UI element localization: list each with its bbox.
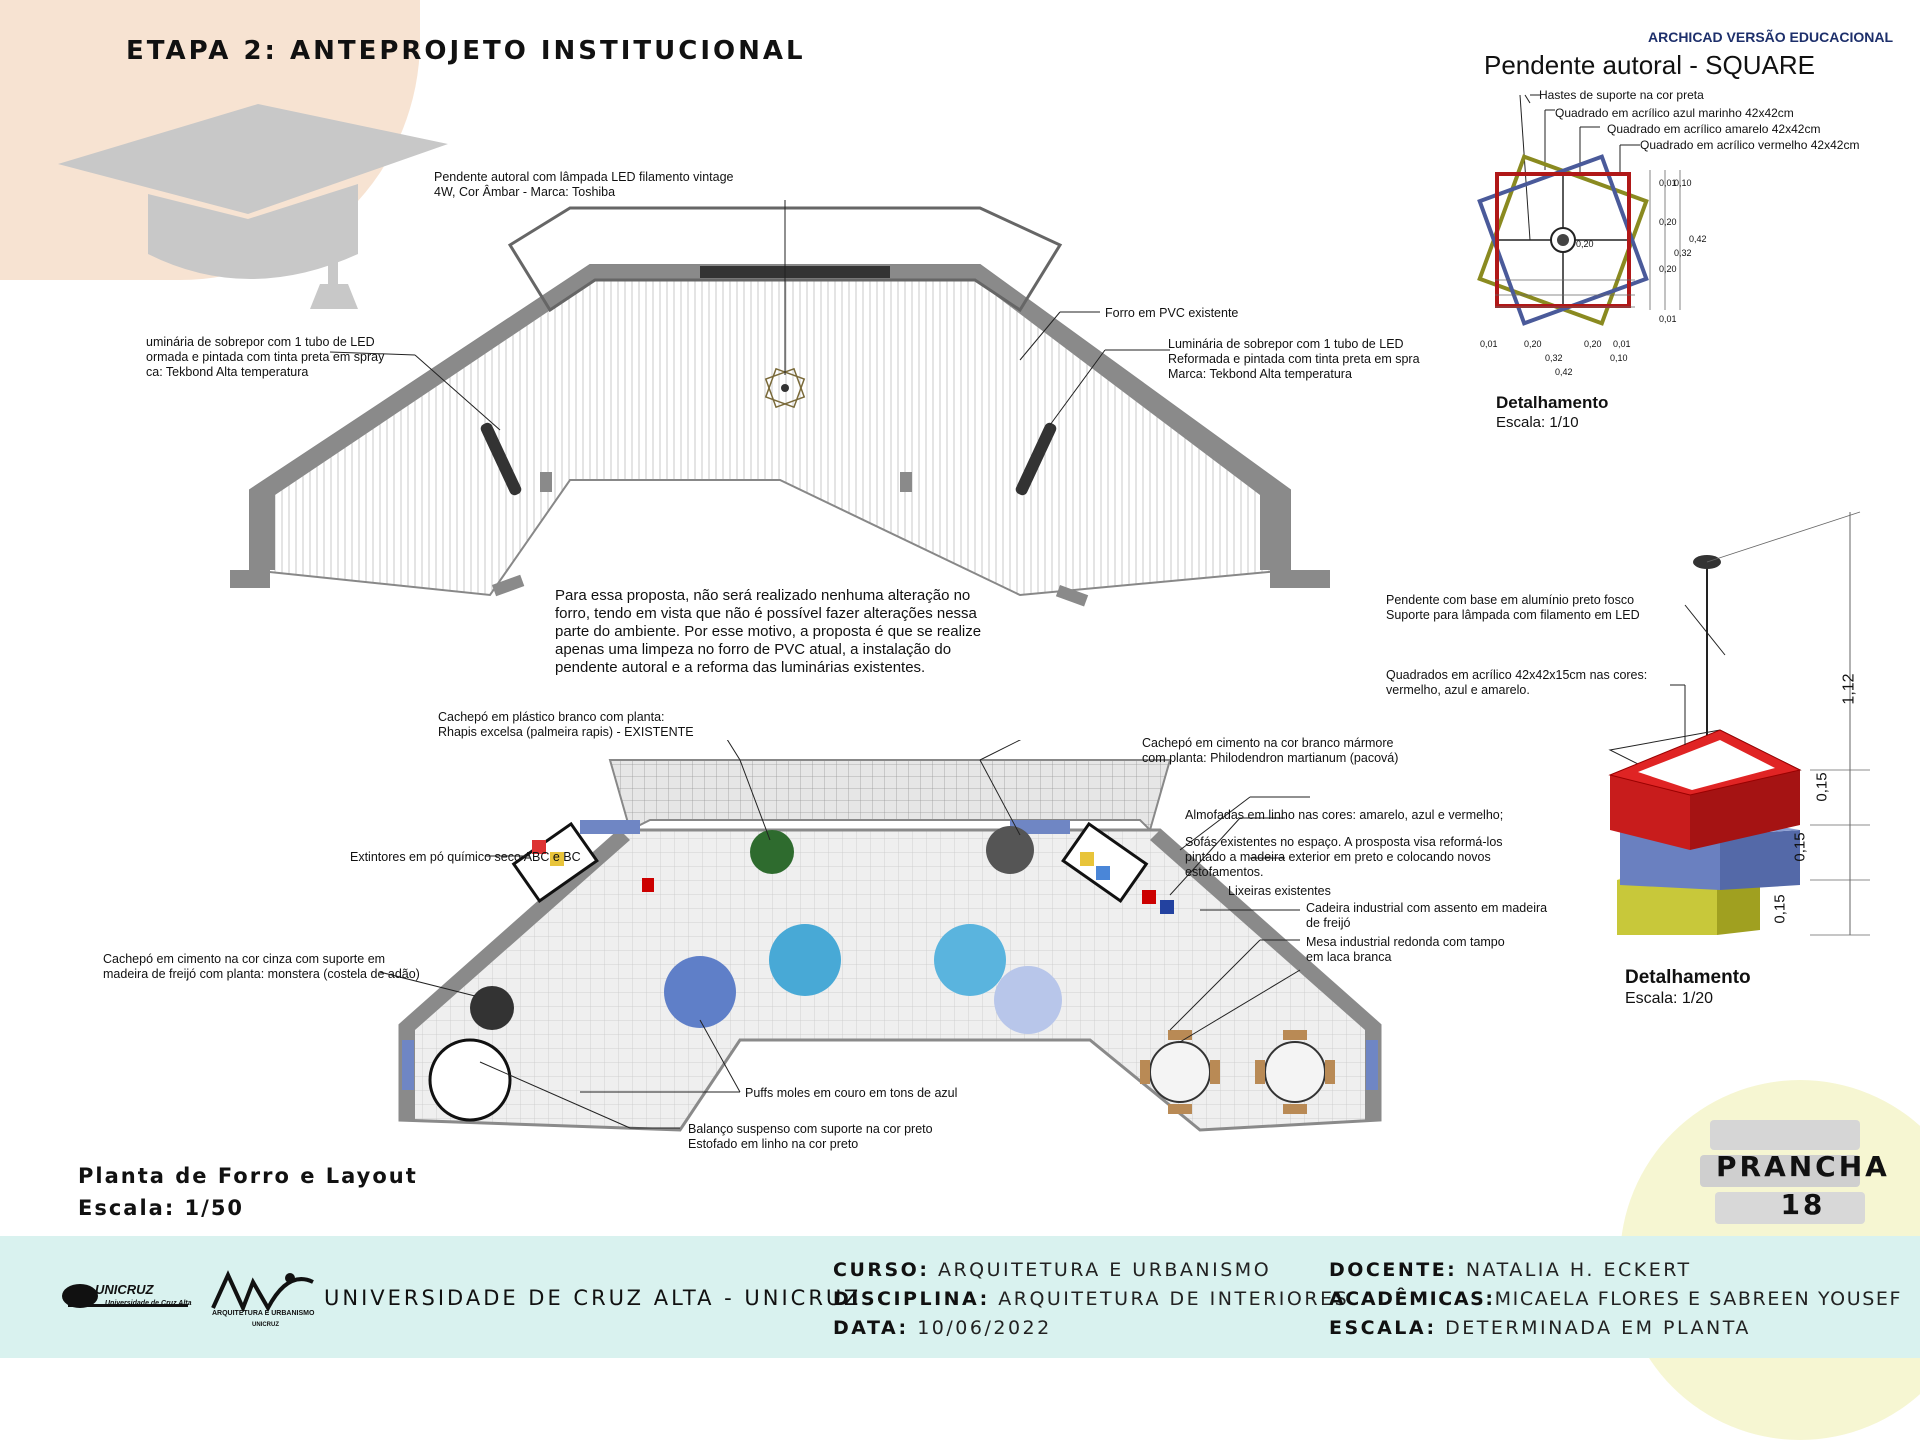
- callout-sofas: Sofás existentes no espaço. A prosposta …: [1185, 835, 1503, 879]
- pendant-callout-2: Quadrado em acrílico azul marinho 42x42c…: [1555, 106, 1794, 120]
- callout-puffs: Puffs moles em couro em tons de azul: [745, 1086, 958, 1100]
- stage-title: ETAPA 2: ANTEPROJETO INSTITUCIONAL: [126, 36, 806, 66]
- data-label: DATA:: [833, 1317, 909, 1339]
- software-note: ARCHICAD VERSÃO EDUCACIONAL: [1647, 29, 1893, 45]
- dim-h-1: 0,01: [1480, 339, 1498, 349]
- pendant-detail-scale: Escala: 1/10: [1496, 414, 1579, 431]
- footer-band: [0, 1236, 1920, 1358]
- dim-v-4: 0,42: [1689, 234, 1707, 244]
- pendant-detail-label: Detalhamento: [1496, 393, 1609, 412]
- architecture-logo-icon: [211, 1270, 314, 1312]
- prancha-number: 18: [1780, 1188, 1826, 1221]
- callout-right-luminaire: Luminária de sobrepor com 1 tubo de LED …: [1168, 337, 1420, 381]
- callout-industrial-chair: Cadeira industrial com assento em madeir…: [1306, 901, 1548, 930]
- pendant-detail-drawing: [1477, 94, 1681, 326]
- layout-plan-drawing: [380, 740, 1382, 1132]
- disciplina-label: DISCIPLINA:: [833, 1288, 990, 1310]
- callout-swing: Balanço suspenso com suporte na cor pret…: [688, 1122, 933, 1151]
- dim-h-2: 0,20: [1524, 339, 1542, 349]
- info-disciplina: DISCIPLINA: ARQUITETURA DE INTERIORES: [833, 1288, 1349, 1310]
- escala-label: ESCALA:: [1329, 1317, 1437, 1339]
- iso-dim-1: 0,15: [1813, 772, 1831, 802]
- pendant-center-dim: 0,20: [1576, 239, 1594, 249]
- callout-rhapis-plant: Cachepó em plástico branco com planta: R…: [438, 710, 694, 739]
- info-curso: CURSO: ARQUITETURA E URBANISMO: [833, 1259, 1271, 1281]
- info-data: DATA: 10/06/2022: [833, 1317, 1052, 1339]
- iso-callout-squares: Quadrados em acrílico 42x42x15cm nas cor…: [1386, 668, 1648, 697]
- books-icon: [1700, 1120, 1865, 1224]
- architecture-logo-subtitle: ARQUITETURA E URBANISMO: [212, 1310, 315, 1317]
- plan-title-block: Planta de Forro e Layout Escala: 1/50: [78, 1160, 418, 1224]
- prancha-block: PRANCHA 18: [1716, 1148, 1890, 1224]
- curso-value: ARQUITETURA E URBANISMO: [937, 1259, 1272, 1281]
- university-name: UNIVERSIDADE DE CRUZ ALTA - UNICRUZ: [324, 1286, 862, 1310]
- architecture-logo-subtitle-2: UNICRUZ: [252, 1322, 279, 1328]
- graduation-cap-icon: [58, 104, 448, 309]
- iso-dim-2: 0,15: [1791, 832, 1809, 862]
- iso-callout-base: Pendente com base em alumínio preto fosc…: [1386, 593, 1640, 622]
- dim-h-3: 0,20: [1584, 339, 1602, 349]
- plan-title: Planta de Forro e Layout: [78, 1164, 418, 1188]
- academicas-label: ACADÊMICAS:: [1329, 1288, 1495, 1310]
- info-academicas: ACADÊMICAS:MICAELA FLORES E SABREEN YOUS…: [1329, 1288, 1902, 1310]
- unicruz-logo-text: UNICRUZ: [95, 1282, 154, 1297]
- pendant-detail-title: Pendente autoral - SQUARE: [1484, 50, 1815, 80]
- callout-trash-bins: Lixeiras existentes: [1228, 884, 1331, 898]
- callout-monstera-plant: Cachepó em cimento na cor cinza com supo…: [103, 952, 420, 981]
- unicruz-logo-subtitle: Universidade de Cruz Alta: [105, 1300, 192, 1307]
- callout-round-table: Mesa industrial redonda com tampo em lac…: [1306, 935, 1505, 964]
- callout-cushions: Almofadas em linho nas cores: amarelo, a…: [1185, 808, 1504, 822]
- iso-detail-scale: Escala: 1/20: [1625, 990, 1714, 1007]
- dim-h-6: 0,10: [1610, 353, 1628, 363]
- pendant-callout-4: Quadrado em acrílico vermelho 42x42cm: [1640, 138, 1860, 152]
- pendant-callout-3: Quadrado em acrílico amarelo 42x42cm: [1607, 122, 1821, 136]
- callout-extinguishers: Extintores em pó químico seco ABC e BC: [350, 850, 581, 864]
- dim-h-7: 0,42: [1555, 367, 1573, 377]
- info-escala: ESCALA: DETERMINADA EM PLANTA: [1329, 1317, 1751, 1339]
- ceiling-description: Para essa proposta, não será realizado n…: [555, 587, 982, 676]
- curso-label: CURSO:: [833, 1259, 930, 1281]
- callout-pendant-ceiling: Pendente autoral com lâmpada LED filamen…: [434, 170, 734, 199]
- pendant-callout-1: Hastes de suporte na cor preta: [1539, 88, 1704, 102]
- dim-v-3: 0,20: [1659, 217, 1677, 227]
- data-value: 10/06/2022: [917, 1317, 1052, 1339]
- escala-value: DETERMINADA EM PLANTA: [1445, 1317, 1751, 1339]
- dim-v-6: 0,20: [1659, 264, 1677, 274]
- dim-v-1: 0,01: [1659, 178, 1677, 188]
- unicruz-logo-icon: [62, 1284, 188, 1308]
- iso-dim-total: 1,12: [1840, 673, 1858, 705]
- dim-v-5: 0,32: [1674, 248, 1692, 258]
- dim-h-4: 0,01: [1613, 339, 1631, 349]
- callout-left-luminaire: uminária de sobrepor com 1 tubo de LED o…: [146, 335, 385, 379]
- callout-pvc-ceiling: Forro em PVC existente: [1105, 306, 1239, 320]
- disciplina-value: ARQUITETURA DE INTERIORES: [998, 1288, 1350, 1310]
- prancha-label: PRANCHA: [1716, 1150, 1890, 1183]
- iso-detail-label: Detalhamento: [1625, 967, 1751, 988]
- ceiling-plan-drawing: [230, 200, 1330, 607]
- iso-dim-3: 0,15: [1771, 894, 1789, 924]
- callout-pacova-plant: Cachepó em cimento na cor branco mármore…: [1142, 736, 1399, 765]
- dim-h-5: 0,32: [1545, 353, 1563, 363]
- docente-value: NATALIA H. ECKERT: [1465, 1259, 1692, 1281]
- dim-v-2: 0,10: [1674, 178, 1692, 188]
- dim-v-7: 0,01: [1659, 314, 1677, 324]
- plan-scale: Escala: 1/50: [78, 1196, 245, 1220]
- info-docente: DOCENTE: NATALIA H. ECKERT: [1329, 1259, 1692, 1281]
- pendant-iso-drawing: [1608, 511, 1870, 936]
- docente-label: DOCENTE:: [1329, 1259, 1458, 1281]
- academicas-value: MICAELA FLORES E SABREEN YOUSEF: [1494, 1288, 1903, 1310]
